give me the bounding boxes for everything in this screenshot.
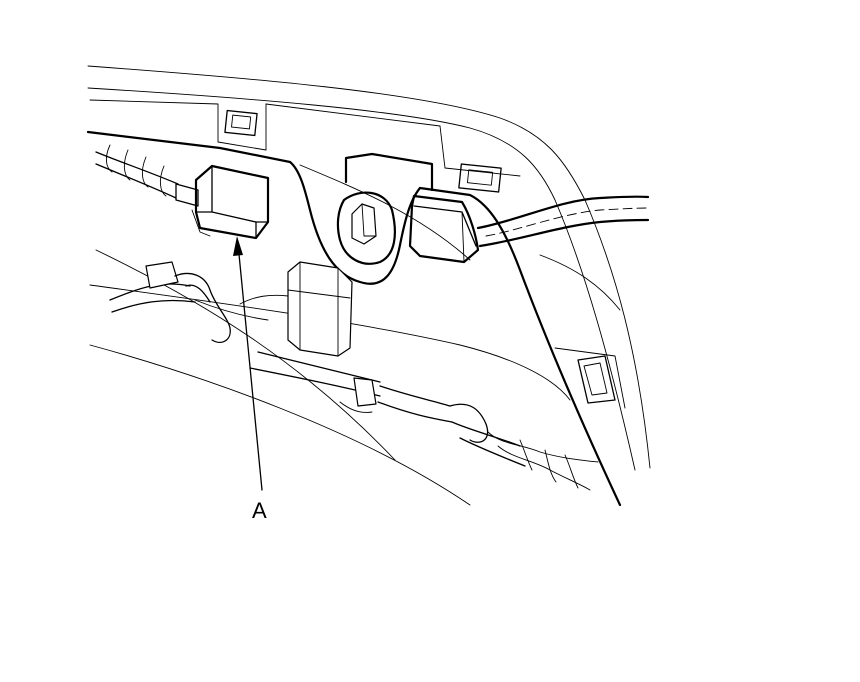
lower-twisted-harness [249,351,599,491]
harness-bracket [86,130,622,507]
trim-panel-outline [87,65,651,506]
clip-window-top-left [224,109,258,137]
callout-a-leader [233,236,263,491]
right-harness-cable [476,195,650,248]
lower-left-harness [109,261,289,343]
clip-window-top-right [458,163,502,193]
left-harness-cable [95,144,199,207]
bracket-fastener [351,203,377,245]
right-connector [408,194,480,264]
connector-a [191,164,270,240]
callout-label-a: A [252,498,267,523]
clip-window-right [577,355,616,404]
lower-connector [287,261,353,357]
callout-a-arrowhead [233,236,243,256]
